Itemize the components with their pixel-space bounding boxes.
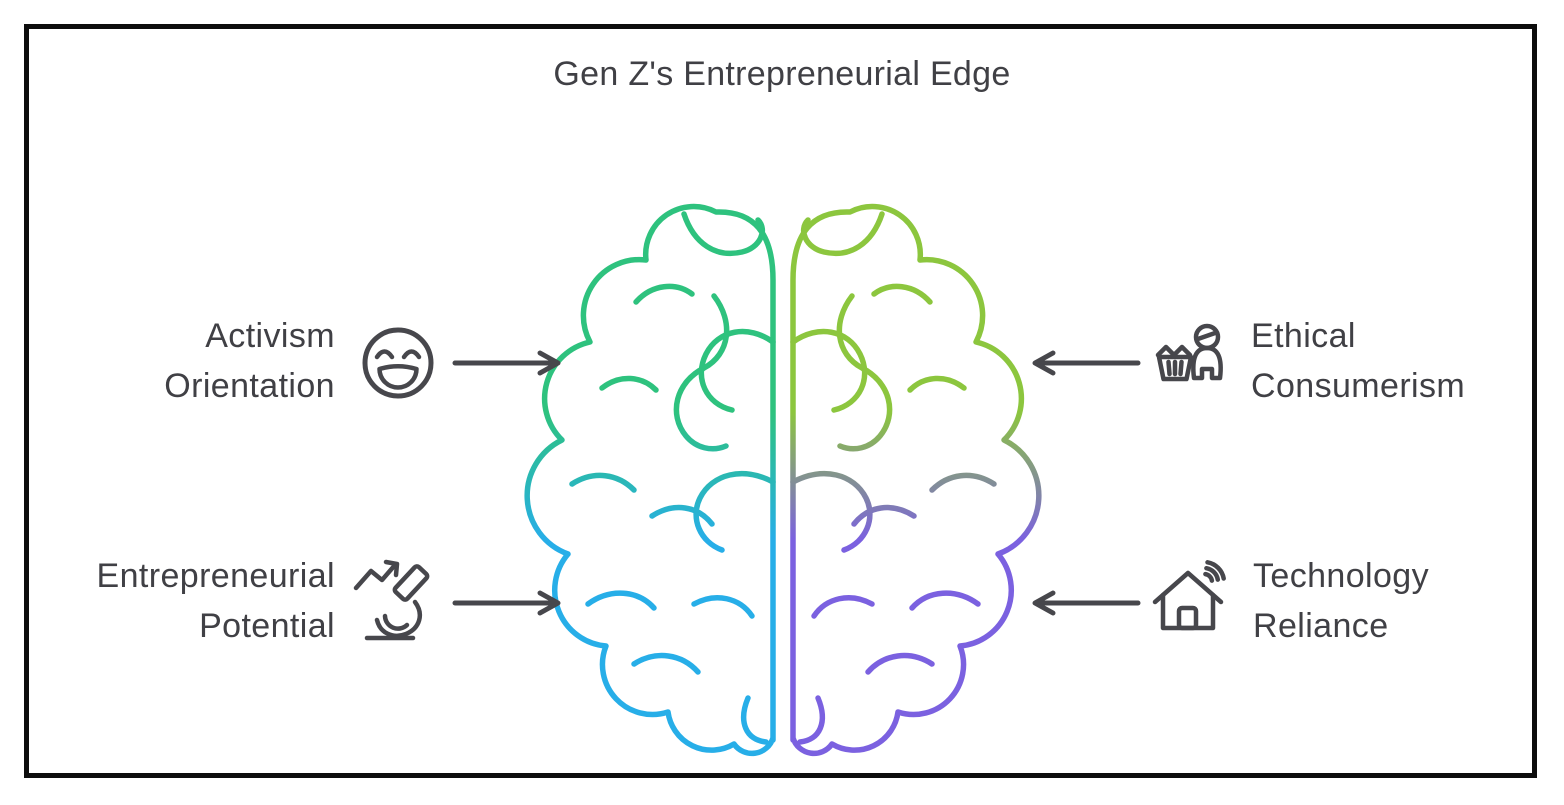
brain-illustration <box>548 184 1018 762</box>
laughing-face-icon <box>362 327 434 399</box>
arrow-left-icon <box>1032 590 1141 616</box>
smart-home-wifi-icon <box>1152 560 1226 631</box>
arrow-right-icon <box>452 350 561 376</box>
label-technology-reliance: Technology Reliance <box>1253 557 1430 645</box>
label-ethical-consumerism: Ethical Consumerism <box>1251 317 1466 405</box>
shopper-basket-icon <box>1155 323 1223 382</box>
border-frame <box>24 24 1537 778</box>
arrow-right-icon <box>452 590 561 616</box>
arrow-left-icon <box>1032 350 1141 376</box>
label-activism-orientation: Activism Orientation <box>164 317 335 405</box>
label-entrepreneurial-potential: Entrepreneurial Potential <box>96 557 335 645</box>
diagram-title: Gen Z's Entrepreneurial Edge <box>553 55 1011 93</box>
left-hemisphere <box>527 206 773 753</box>
microscope-growth-icon <box>353 559 430 641</box>
right-hemisphere <box>793 206 1039 753</box>
